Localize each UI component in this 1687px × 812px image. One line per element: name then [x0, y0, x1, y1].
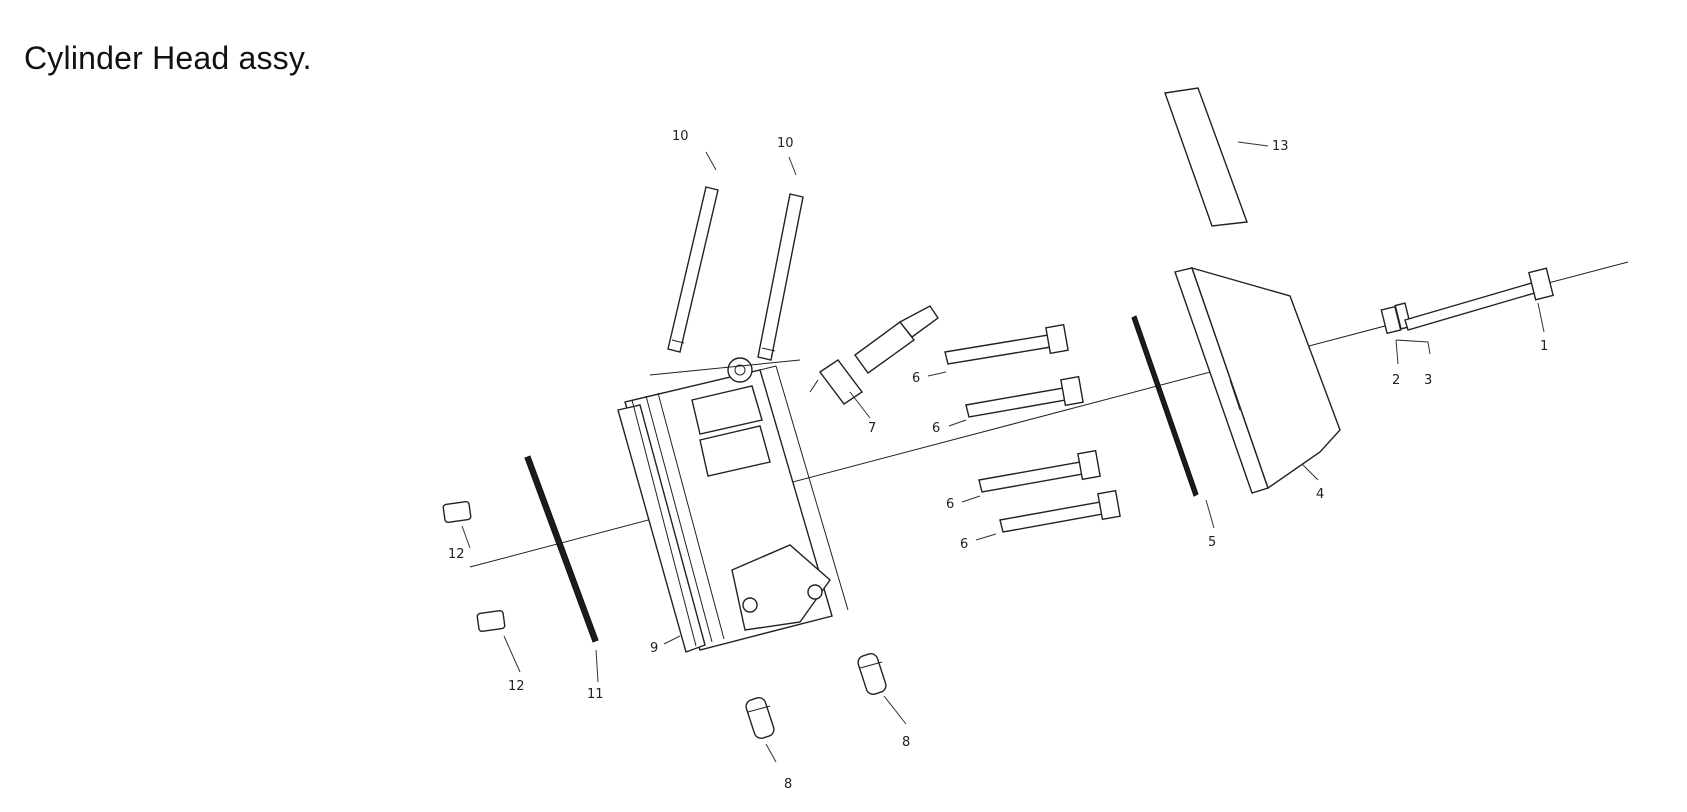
part-8-fitting-2 — [857, 653, 887, 695]
callout-8-right: 8 — [902, 735, 910, 750]
part-12-dowel-1 — [442, 500, 472, 524]
callout-3: 3 — [1424, 373, 1432, 388]
callout-1: 1 — [1540, 339, 1548, 354]
callout-2: 2 — [1392, 373, 1400, 388]
callout-10-left: 10 — [672, 129, 689, 144]
callout-9: 9 — [650, 641, 658, 656]
callout-7: 7 — [868, 421, 876, 436]
part-9-cylinder-head — [617, 357, 849, 653]
callout-12-upper: 12 — [448, 547, 465, 562]
part-7-spark-plug — [809, 305, 939, 405]
callout-6-b: 6 — [932, 421, 940, 436]
callout-6-c: 6 — [946, 497, 954, 512]
part-6-bolt-3 — [978, 449, 1101, 493]
callout-10-right: 10 — [777, 136, 794, 151]
part-1-bolt — [1404, 267, 1554, 331]
leader-lines — [461, 141, 1545, 763]
callout-12-lower: 12 — [508, 679, 525, 694]
part-2-3-nut-washer — [1380, 302, 1412, 335]
callout-11: 11 — [587, 687, 604, 702]
part-10-stud-right — [757, 193, 804, 361]
part-6-bolt-2 — [965, 375, 1084, 418]
part-13-strip — [1164, 87, 1248, 227]
page-title: Cylinder Head assy. — [24, 40, 312, 76]
part-11-gasket — [524, 455, 599, 643]
part-12-dowel-2 — [476, 609, 506, 633]
part-10-stud-left — [667, 186, 719, 353]
callout-5: 5 — [1208, 535, 1216, 550]
callout-6-a: 6 — [912, 371, 920, 386]
callout-6-d: 6 — [960, 537, 968, 552]
callout-13: 13 — [1272, 139, 1289, 154]
part-6-bolt-4 — [999, 489, 1121, 533]
part-6-bolt-1 — [944, 323, 1069, 365]
part-5-gasket — [1131, 315, 1199, 497]
callout-4: 4 — [1316, 487, 1324, 502]
part-8-fitting-1 — [745, 697, 775, 739]
part-4-cover — [1174, 266, 1341, 494]
callout-8-left: 8 — [784, 777, 792, 792]
